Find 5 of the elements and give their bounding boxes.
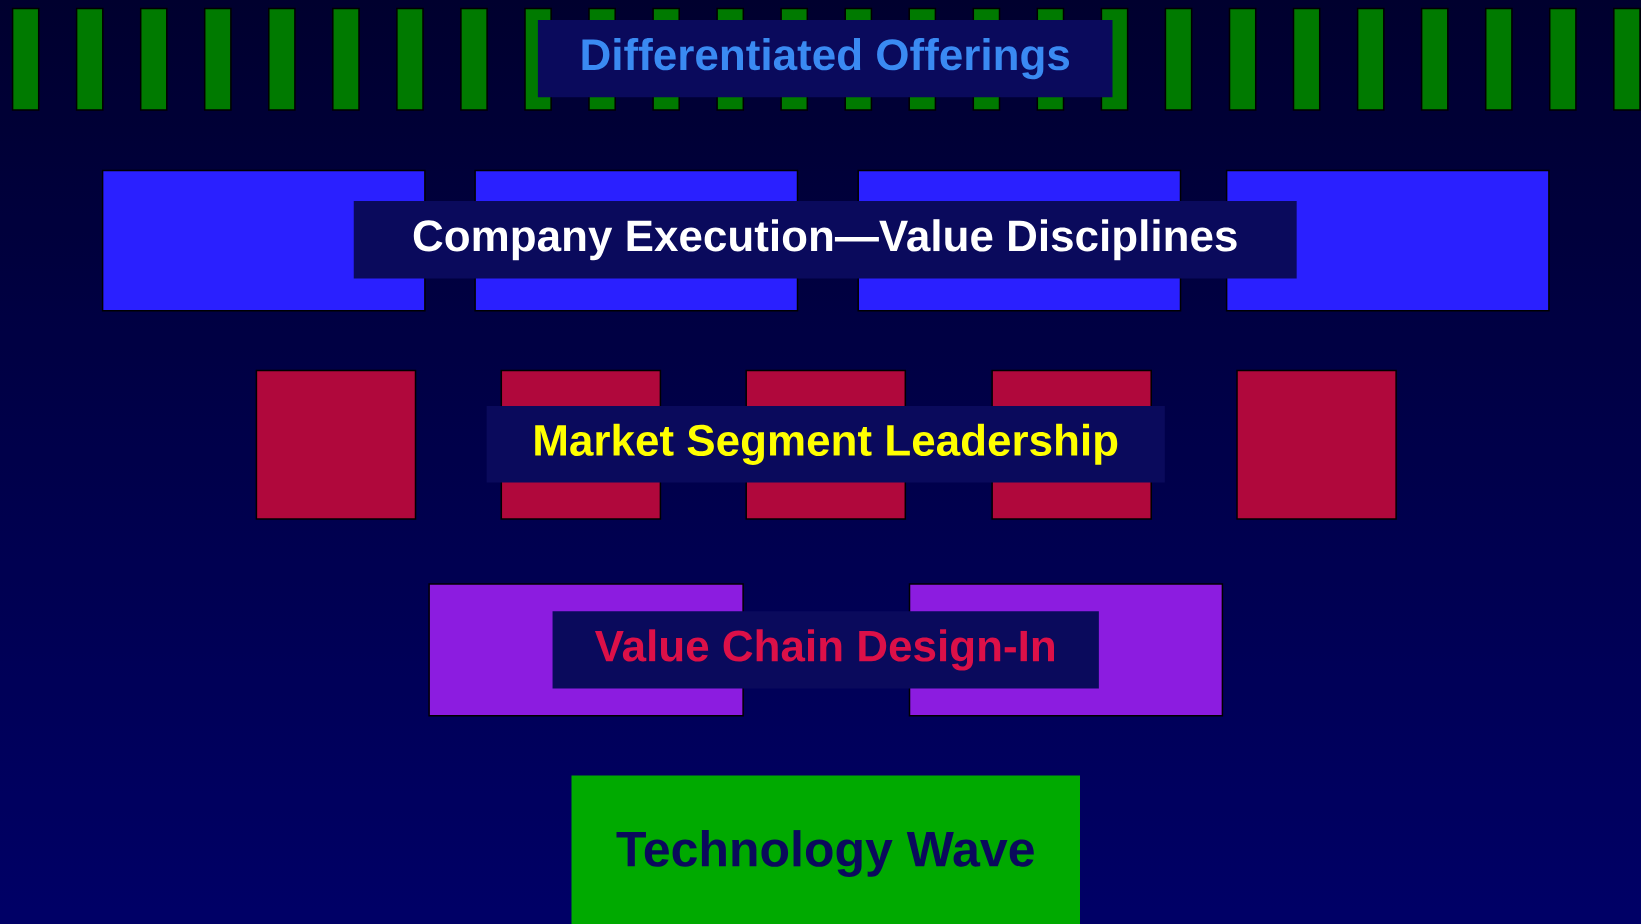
- heading-plate: Company Execution—Value Disciplines: [353, 201, 1297, 279]
- heading-plate: Market Segment Leadership: [486, 406, 1165, 483]
- heading-plate: Differentiated Offerings: [537, 19, 1113, 98]
- heading-plate: Value Chain Design-In: [552, 611, 1099, 689]
- foundation-box: Technology Wave: [571, 775, 1080, 924]
